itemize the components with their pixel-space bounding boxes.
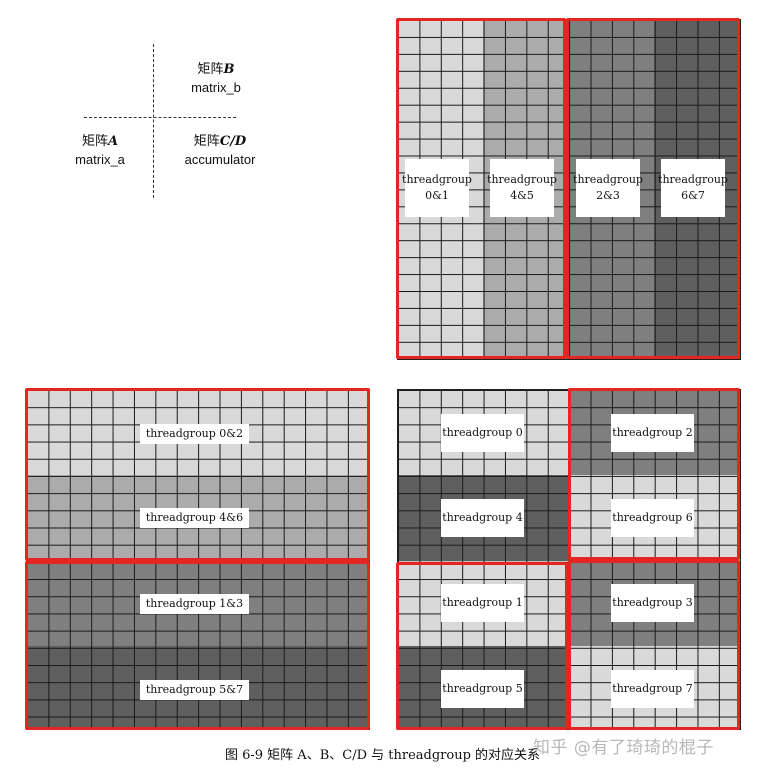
acc-label-6: threadgroup 6 (611, 499, 694, 537)
matrix-a-label-3: threadgroup 5&7 (140, 680, 249, 700)
watermark: 知乎 @有了琦琦的棍子 (533, 738, 714, 758)
legend-accumulator: 矩阵C/D accumulator (150, 133, 290, 169)
legend-matrix-b: 矩阵B matrix_b (146, 61, 286, 97)
legend-matrix-b-sub: matrix_b (191, 80, 241, 95)
matrix-a-label-2: threadgroup 1&3 (140, 594, 249, 614)
matrix-a-highlight-bottom (25, 561, 370, 730)
acc-label-7: threadgroup 7 (611, 670, 694, 708)
matrix-a-label-1: threadgroup 4&6 (140, 508, 249, 528)
acc-highlight-bottom-right (568, 560, 740, 730)
matrix-b-label-0-text: threadgroup 0&1 (402, 173, 472, 202)
matrix-a-label-1-text: threadgroup 4&6 (145, 511, 244, 524)
legend-accumulator-title: 矩阵C/D (193, 134, 247, 149)
matrix-b-label-3-text: threadgroup 6&7 (658, 173, 728, 202)
matrix-a-grid (26, 389, 370, 730)
acc-label-4-text: threadgroup 4 (442, 511, 523, 524)
acc-label-2: threadgroup 2 (611, 414, 694, 452)
matrix-a-label-2-text: threadgroup 1&3 (145, 597, 244, 610)
acc-label-1-text: threadgroup 1 (442, 596, 523, 609)
acc-label-0-text: threadgroup 0 (442, 426, 523, 439)
acc-label-7-text: threadgroup 7 (612, 682, 693, 695)
acc-label-0: threadgroup 0 (441, 414, 524, 452)
legend-matrix-a: 矩阵A matrix_a (30, 133, 170, 169)
matrix-b-label-3: threadgroup 6&7 (658, 159, 728, 217)
acc-label-6-text: threadgroup 6 (612, 511, 693, 524)
figure-caption: 图 6-9 矩阵 A、B、C/D 与 threadgroup 的对应关系 (224, 748, 541, 763)
matrix-b-label-0: threadgroup 0&1 (402, 159, 472, 217)
acc-label-5-text: threadgroup 5 (442, 682, 523, 695)
legend-matrix-a-sub: matrix_a (75, 152, 125, 167)
matrix-b-label-2: threadgroup 2&3 (573, 159, 643, 217)
matrix-a-highlight-top (25, 388, 370, 561)
matrix-a-label-3-text: threadgroup 5&7 (145, 683, 244, 696)
acc-highlight-top-right (568, 388, 740, 560)
matrix-b-label-1-text: threadgroup 4&5 (487, 173, 557, 202)
legend-matrix-b-title: 矩阵B (197, 62, 235, 77)
matrix-b-label-1: threadgroup 4&5 (487, 159, 557, 217)
matrix-b-label-2-text: threadgroup 2&3 (573, 173, 643, 202)
acc-label-3: threadgroup 3 (611, 584, 694, 622)
legend-horizontal-divider (84, 117, 236, 118)
acc-highlight-bottom-left (396, 562, 568, 730)
acc-label-4: threadgroup 4 (441, 499, 524, 537)
acc-label-3-text: threadgroup 3 (612, 596, 693, 609)
legend-accumulator-sub: accumulator (184, 152, 256, 167)
acc-label-5: threadgroup 5 (441, 670, 524, 708)
acc-label-1: threadgroup 1 (441, 584, 524, 622)
acc-label-2-text: threadgroup 2 (612, 426, 693, 439)
matrix-a-label-0-text: threadgroup 0&2 (145, 427, 244, 440)
legend-vertical-divider (153, 44, 154, 198)
matrix-a-label-0: threadgroup 0&2 (140, 424, 249, 444)
matrix-b-highlight-left (396, 18, 566, 359)
matrix-b-highlight-right (566, 18, 740, 359)
legend-matrix-a-title: 矩阵A (81, 134, 119, 149)
